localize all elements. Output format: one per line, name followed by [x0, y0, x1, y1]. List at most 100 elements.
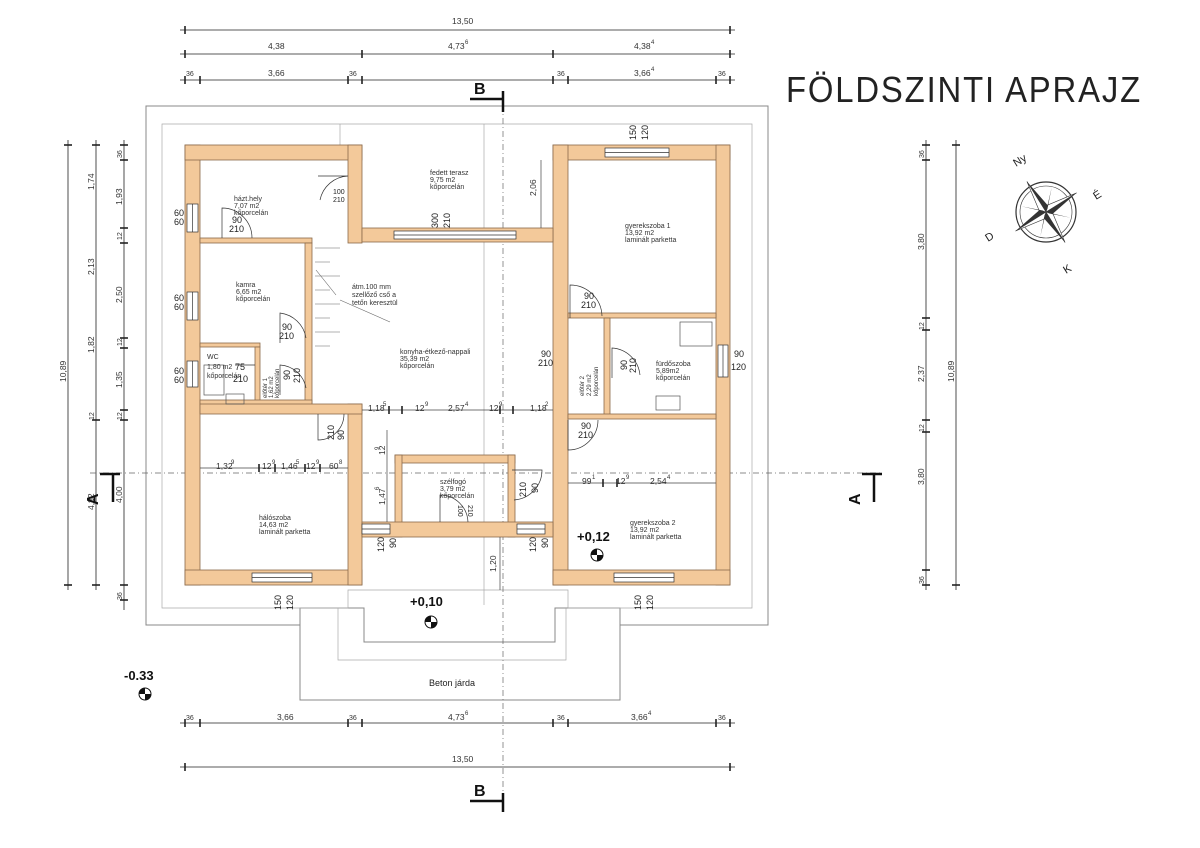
vent-note-line3: tetőn keresztül: [352, 300, 398, 307]
door-label-100-terrace: 100: [333, 189, 345, 196]
right-dim-6: 36: [919, 576, 926, 584]
bottom-dim-overall: 13,50: [452, 754, 474, 764]
bottom-dim-b4: 4,73: [448, 712, 465, 722]
room-nappali-floor: kőporcelán: [400, 363, 434, 370]
room-wc-floor: kőporcelán: [207, 373, 241, 380]
svg-text:8: 8: [339, 460, 343, 466]
top-dim-seg3-sup: 4: [651, 40, 655, 46]
opening-label-150-bl: 150: [273, 595, 283, 610]
door-label-90-gyerek2: 90: [581, 421, 591, 431]
top-dimension-lines: 13,50 4,38 4,73 6 4,38 4 36 3,66 36 36 3…: [180, 16, 735, 84]
window-label-120-entry-l: 120: [376, 537, 386, 552]
svg-text:4: 4: [465, 402, 469, 408]
room-kamra-area: 6,65 m2: [236, 289, 261, 296]
top-dim-overall: 13,50: [452, 16, 474, 26]
room-eloter2-name: előtér 2: [580, 375, 586, 396]
bottom-dim-b6: 3,66: [631, 712, 648, 722]
door-label-210-szel: 210: [518, 482, 528, 497]
bottom-dim-b2: 3,66: [277, 712, 294, 722]
room-furdo-floor: kőporcelán: [656, 375, 690, 382]
window-label-120-entry-r: 120: [528, 537, 538, 552]
svg-text:5: 5: [296, 460, 300, 466]
level-marker-terrace-symbol: [590, 548, 604, 562]
door-label-210-furdo: 210: [628, 358, 638, 373]
section-b-top: B: [474, 81, 486, 98]
vent-note-line1: átm.100 mm: [352, 284, 391, 291]
opening-label-120-top: 120: [640, 125, 650, 140]
svg-text:1,20: 1,20: [488, 555, 498, 572]
room-eloter1-area: 1,62 m2: [269, 376, 275, 398]
room-kamra-name: kamra: [236, 282, 256, 289]
right-dim-5: 3,80: [916, 468, 926, 485]
left-dim-11: 10,89: [58, 360, 68, 382]
left-dim-4: 2,13: [86, 258, 96, 275]
sidewalk-label: Beton járda: [429, 678, 475, 688]
room-haloszoba-name: hálószoba: [259, 515, 291, 522]
window-label-60-5: 60: [174, 366, 184, 376]
svg-text:12: 12: [415, 403, 425, 413]
room-eloter1-floor: kőporcelán: [275, 369, 281, 398]
level-marker-entrance-symbol: [424, 615, 438, 629]
windows: [186, 147, 729, 583]
room-gyerek2-area: 13,92 m2: [630, 527, 659, 534]
svg-text:9: 9: [272, 460, 276, 466]
bottom-dim-b5: 36: [557, 715, 565, 722]
opening-label-210-terrace: 210: [442, 213, 452, 228]
section-a-left: A: [85, 493, 102, 505]
section-b-bottom: B: [474, 783, 486, 800]
door-label-210-halo: 210: [326, 425, 336, 440]
level-entrance: +0,10: [410, 594, 443, 609]
bottom-dimension-lines: 36 3,66 36 4,73 6 36 3,66 4 36 13,50: [180, 711, 735, 771]
room-gyerek2-floor: laminált parketta: [630, 534, 681, 541]
stair-vent-detail: [315, 247, 391, 347]
svg-text:9: 9: [375, 446, 381, 450]
bottom-dim-b6-sup: 4: [648, 711, 652, 717]
svg-text:2,06: 2,06: [528, 179, 538, 196]
svg-text:1,32: 1,32: [216, 461, 233, 471]
room-eloter2-floor: kőporcelán: [594, 367, 600, 396]
svg-text:1,18: 1,18: [530, 403, 547, 413]
window-label-90-furdo: 90: [734, 349, 744, 359]
door-label-210-wc: 210: [233, 374, 248, 384]
room-terasz-name: fedett terasz: [430, 170, 469, 177]
bottom-dim-b3: 36: [349, 715, 357, 722]
left-dim-3: 12: [117, 232, 124, 240]
svg-text:5: 5: [383, 402, 387, 408]
svg-text:1,47: 1,47: [377, 488, 387, 505]
room-kamra-floor: kőporcelán: [236, 296, 270, 303]
left-dim-14: 36: [117, 592, 124, 600]
compass-e: É: [1091, 188, 1104, 203]
door-label-90-halo: 90: [336, 430, 346, 440]
svg-text:9: 9: [626, 475, 630, 481]
plan-title: FÖLDSZINTI APRAJZ: [786, 69, 1142, 110]
door-label-90-kamra: 90: [282, 322, 292, 332]
doors: [221, 175, 641, 523]
room-hazt-name: házt.hely: [234, 196, 263, 203]
svg-text:9: 9: [499, 402, 503, 408]
svg-text:9: 9: [316, 460, 320, 466]
door-label-210-nappali: 210: [538, 358, 553, 368]
level-markers: +0,12 +0,10 -0.33: [124, 529, 610, 701]
door-label-210-gyerek2: 210: [578, 430, 593, 440]
room-gyerek1-area: 13,92 m2: [625, 230, 654, 237]
door-label-100-entry: 100: [456, 505, 463, 517]
room-eloter1-name: előtér 1: [263, 377, 269, 398]
door-label-90-hazt: 90: [232, 215, 242, 225]
window-label-60-4: 60: [174, 302, 184, 312]
room-wc-name: WC: [207, 354, 219, 361]
left-dim-8: 12: [89, 412, 96, 420]
left-dim-6: 12: [117, 338, 124, 346]
door-label-90-szel: 90: [530, 483, 540, 493]
room-eloter2-area: 2,29 m2: [587, 374, 593, 396]
window-label-60-6: 60: [174, 375, 184, 385]
top-dim-a2: 3,66: [268, 68, 285, 78]
section-a-right: A: [847, 493, 864, 505]
room-gyerek1-floor: laminált parketta: [625, 237, 676, 244]
window-label-90-entry-r: 90: [540, 538, 550, 548]
opening-label-150-br: 150: [633, 595, 643, 610]
top-dim-a4: 36: [557, 71, 565, 78]
bottom-dim-b4-sup: 6: [465, 711, 469, 717]
svg-text:12: 12: [616, 476, 626, 486]
room-furdo-area: 5,89m2: [656, 368, 679, 375]
